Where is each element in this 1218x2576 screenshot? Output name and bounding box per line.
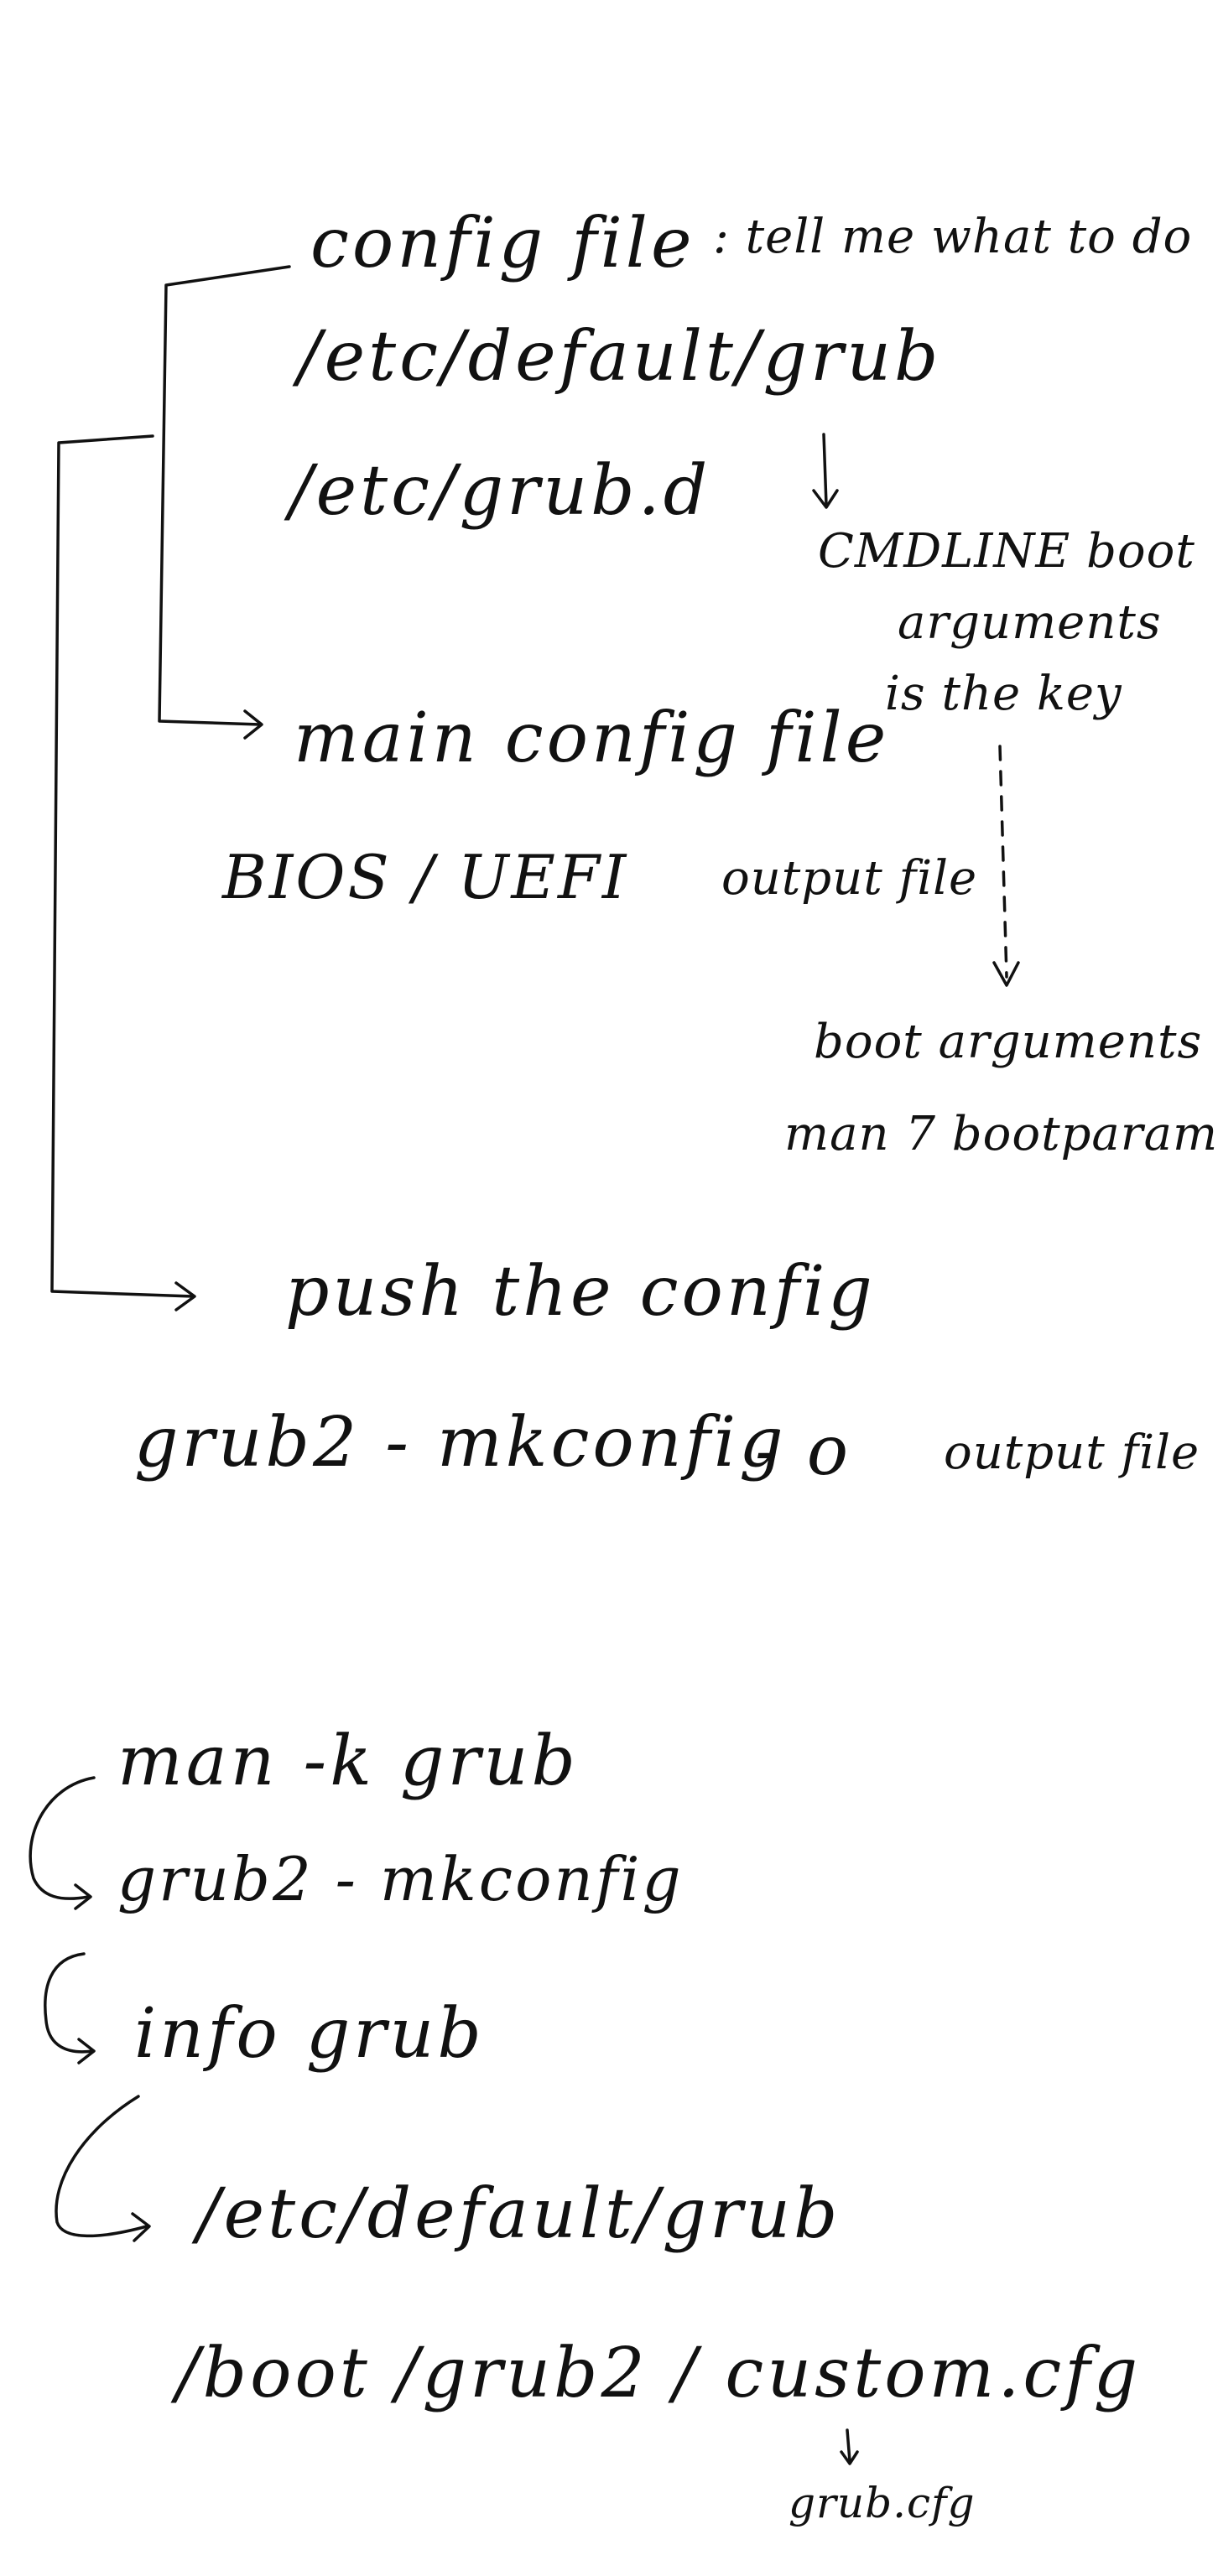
is-the-key-label: is the key bbox=[885, 667, 1122, 721]
dashed-arrowhead bbox=[992, 961, 1020, 987]
etc-grub-d-path: /etc/grub.d bbox=[289, 451, 711, 531]
boot-grub2-custom-cfg-path: /boot /grub2 / custom.cfg bbox=[176, 2334, 1142, 2413]
config-file-description: : tell me what to do bbox=[713, 210, 1193, 264]
curve-arrowhead-1 bbox=[74, 1883, 92, 1910]
curve-arrow-2 bbox=[44, 1952, 94, 2054]
main-config-file-label: main config file bbox=[294, 699, 890, 778]
curve-arrowhead-3 bbox=[131, 2212, 151, 2242]
outer-bracket-line bbox=[50, 434, 195, 1298]
config-file-label: config file bbox=[310, 204, 695, 283]
grub-cfg-label: grub.cfg bbox=[789, 2479, 976, 2527]
etc-default-grub-path-2: /etc/default/grub bbox=[197, 2174, 841, 2254]
output-file-label-1: output file bbox=[721, 851, 978, 906]
grub-down-arrowhead bbox=[812, 489, 839, 509]
dashed-arrow-line bbox=[998, 745, 1008, 979]
grub-cfg-arrowhead bbox=[840, 2450, 859, 2465]
config-bracket-line bbox=[158, 265, 291, 726]
grub2-mkconfig-label: grub2 - mkconfig bbox=[117, 1844, 684, 1914]
curve-arrow-1 bbox=[29, 1776, 96, 1900]
arguments-label: arguments bbox=[898, 595, 1162, 650]
curve-arrowhead-2 bbox=[77, 2038, 96, 2064]
info-grub-label: info grub bbox=[134, 1994, 485, 2074]
curve-arrow-3 bbox=[55, 2095, 148, 2238]
dash-o-flag: - o bbox=[755, 1411, 852, 1491]
push-config-arrowhead bbox=[174, 1281, 196, 1311]
grub2-mkconfig-command: grub2 - mkconfig bbox=[134, 1403, 787, 1483]
push-the-config-label: push the config bbox=[285, 1252, 876, 1332]
cmdline-boot-label: CMDLINE boot bbox=[818, 524, 1195, 579]
etc-default-grub-path: /etc/default/grub bbox=[298, 317, 942, 397]
boot-arguments-label: boot arguments bbox=[814, 1015, 1203, 1069]
man-7-bootparam-label: man 7 bootparam bbox=[784, 1107, 1218, 1161]
ink-strokes bbox=[29, 265, 1020, 2465]
output-file-label-2: output file bbox=[944, 1426, 1200, 1480]
grub-down-arrow-line bbox=[822, 433, 828, 506]
man-k-grub-label: man -k grub bbox=[117, 1722, 579, 1801]
grub-cfg-arrow-line bbox=[846, 2428, 851, 2463]
bios-uefi-label: BIOS / UEFI bbox=[222, 842, 629, 912]
main-config-arrowhead bbox=[243, 709, 263, 740]
